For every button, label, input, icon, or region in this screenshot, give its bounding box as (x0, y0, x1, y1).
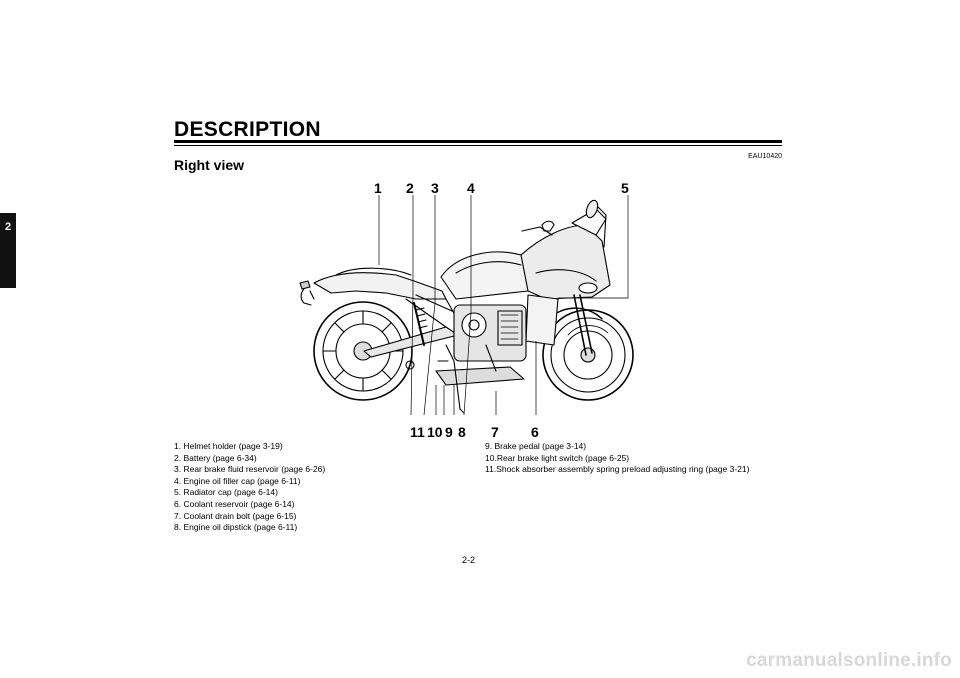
header-rule-thin (174, 145, 782, 146)
header-rule-thick (174, 140, 782, 143)
callout-number: 5 (621, 180, 629, 196)
legend-item: 3. Rear brake fluid reservoir (page 6-26… (174, 464, 326, 475)
legend-left-column: 1. Helmet holder (page 3-19) 2. Battery … (174, 441, 325, 534)
legend-item: 4. Engine oil filler cap (page 6-11) (174, 475, 301, 486)
page-number: 2-2 (462, 555, 476, 565)
legend-item: 5. Radiator cap (page 6-14) (174, 487, 278, 498)
legend-item: 2. Battery (page 6-34) (174, 452, 257, 463)
callout-number: 2 (406, 180, 414, 196)
front-wheel (542, 309, 634, 401)
callout-number: 1 (374, 180, 382, 196)
legend-item: 11.Shock absorber assembly spring preloa… (485, 464, 750, 475)
legend-item: 1. Helmet holder (page 3-19) (174, 441, 283, 451)
section-title: DESCRIPTION (174, 118, 321, 141)
rear-wheel (313, 301, 413, 401)
callout-number: 6 (531, 424, 539, 440)
legend-item: 7. Coolant drain bolt (page 6-15) (174, 510, 297, 521)
legend-item: 8. Engine oil dipstick (page 6-11) (174, 522, 298, 533)
reference-code: EAU10420 (748, 153, 782, 160)
section-tab: 2 (0, 213, 16, 288)
section-tab-number: 2 (4, 221, 12, 233)
callout-number: 7 (491, 424, 499, 440)
watermark: carmanualsonline.info (746, 650, 952, 671)
callout-number: 4 (467, 180, 475, 196)
callout-number: 3 (431, 180, 439, 196)
legend-right-column: 9. Brake pedal (page 3-14) 10.Rear brake… (485, 441, 749, 476)
legend-item: 6. Coolant reservoir (page 6-14) (174, 498, 295, 509)
callout-number: 11 (410, 424, 425, 440)
legend-item: 9. Brake pedal (page 3-14) (485, 441, 587, 451)
callout-number: 9 (445, 424, 453, 440)
callout-number: 10 (427, 424, 443, 440)
legend-item: 10.Rear brake light switch (page 6-25) (485, 452, 630, 463)
view-title: Right view (174, 157, 245, 173)
callout-number: 8 (458, 424, 466, 440)
motorcycle-illustration (299, 195, 634, 416)
